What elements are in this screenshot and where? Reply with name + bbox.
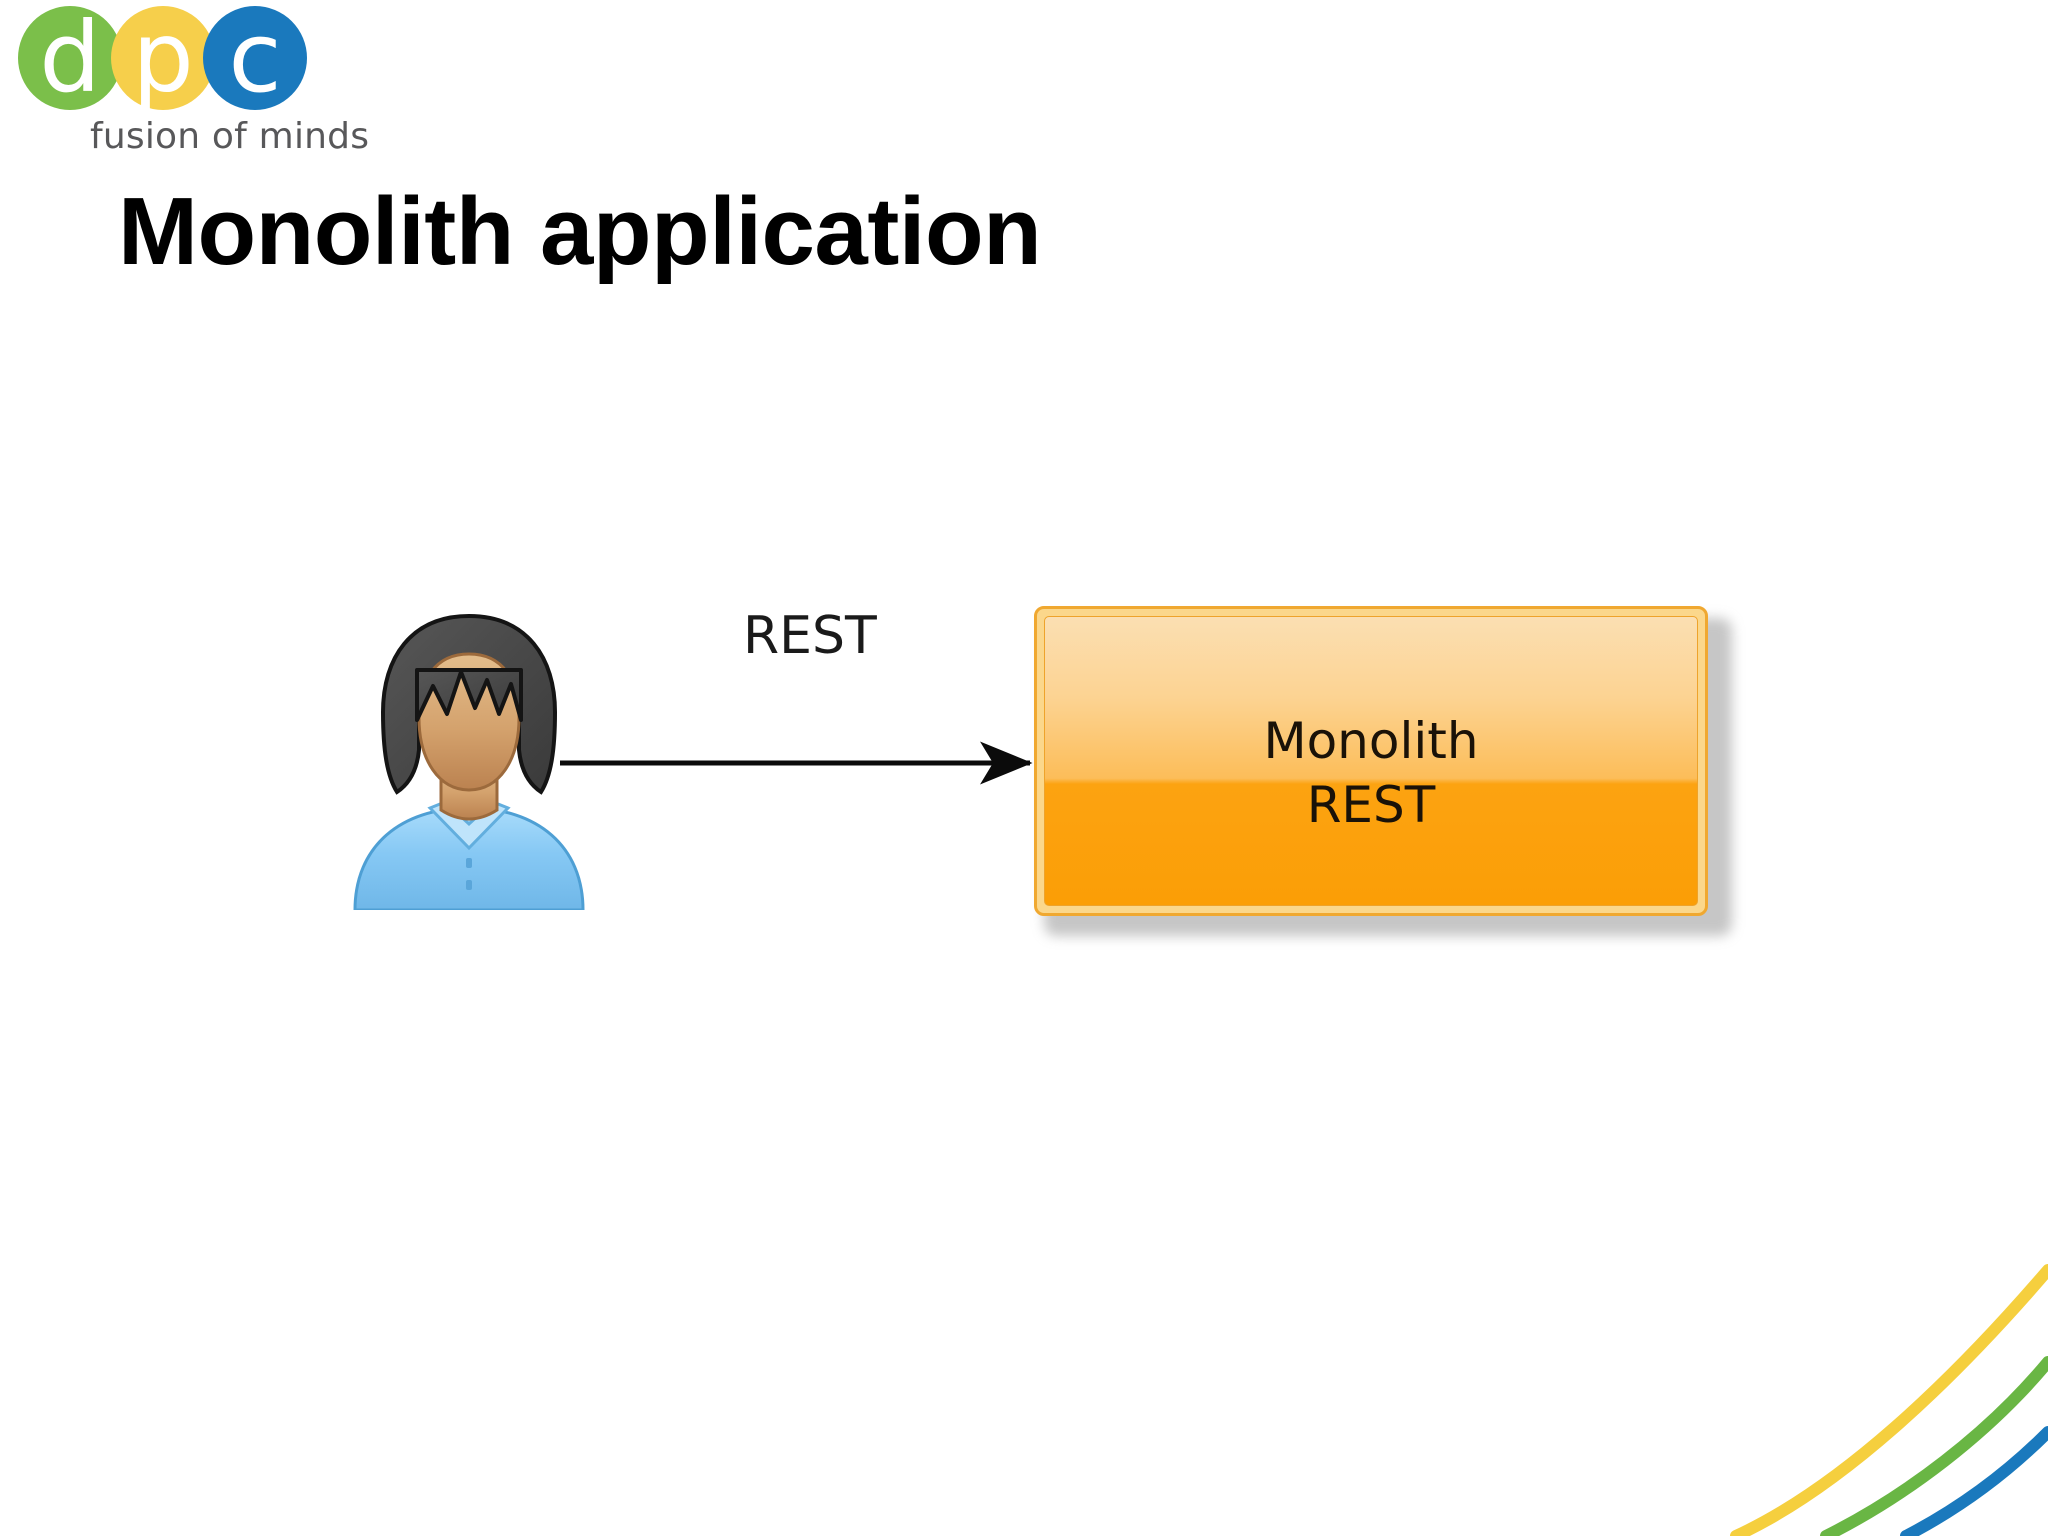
logo-circle-p: [111, 6, 215, 110]
page-title: Monolith application: [118, 178, 1042, 285]
monolith-node-label: Monolith REST: [1045, 709, 1697, 837]
corner-ribbon-green-arc: [1820, 1356, 2048, 1536]
brand-logo: d p c fusion of minds: [14, 4, 414, 164]
logo-circles: d p c: [14, 4, 314, 112]
corner-ribbon-blue-arc: [1900, 1426, 2048, 1536]
monolith-node-inner-fill: Monolith REST: [1044, 616, 1698, 906]
monolith-node[interactable]: Monolith REST: [1034, 606, 1732, 936]
actor-fringe: [415, 668, 523, 722]
corner-ribbon-yellow-arc: [1730, 1264, 2048, 1536]
logo-circle-c: [203, 6, 307, 110]
corner-ribbon: [1730, 1264, 2048, 1536]
logo-letter-d: d: [39, 1, 101, 114]
monolith-node-subtitle: REST: [1306, 776, 1436, 834]
logo-circle-d: [18, 6, 122, 110]
actor-button-bottom: [466, 880, 472, 890]
monolith-node-outer-frame: Monolith REST: [1034, 606, 1708, 916]
rest-connection-label: REST: [743, 606, 877, 666]
logo-letter-c: c: [228, 1, 282, 114]
monolith-node-title: Monolith: [1263, 712, 1479, 770]
user-person-icon: [353, 613, 585, 910]
logo-tagline: fusion of minds: [90, 116, 370, 157]
actor-button-top: [466, 858, 472, 868]
logo-letter-p: p: [132, 1, 194, 114]
